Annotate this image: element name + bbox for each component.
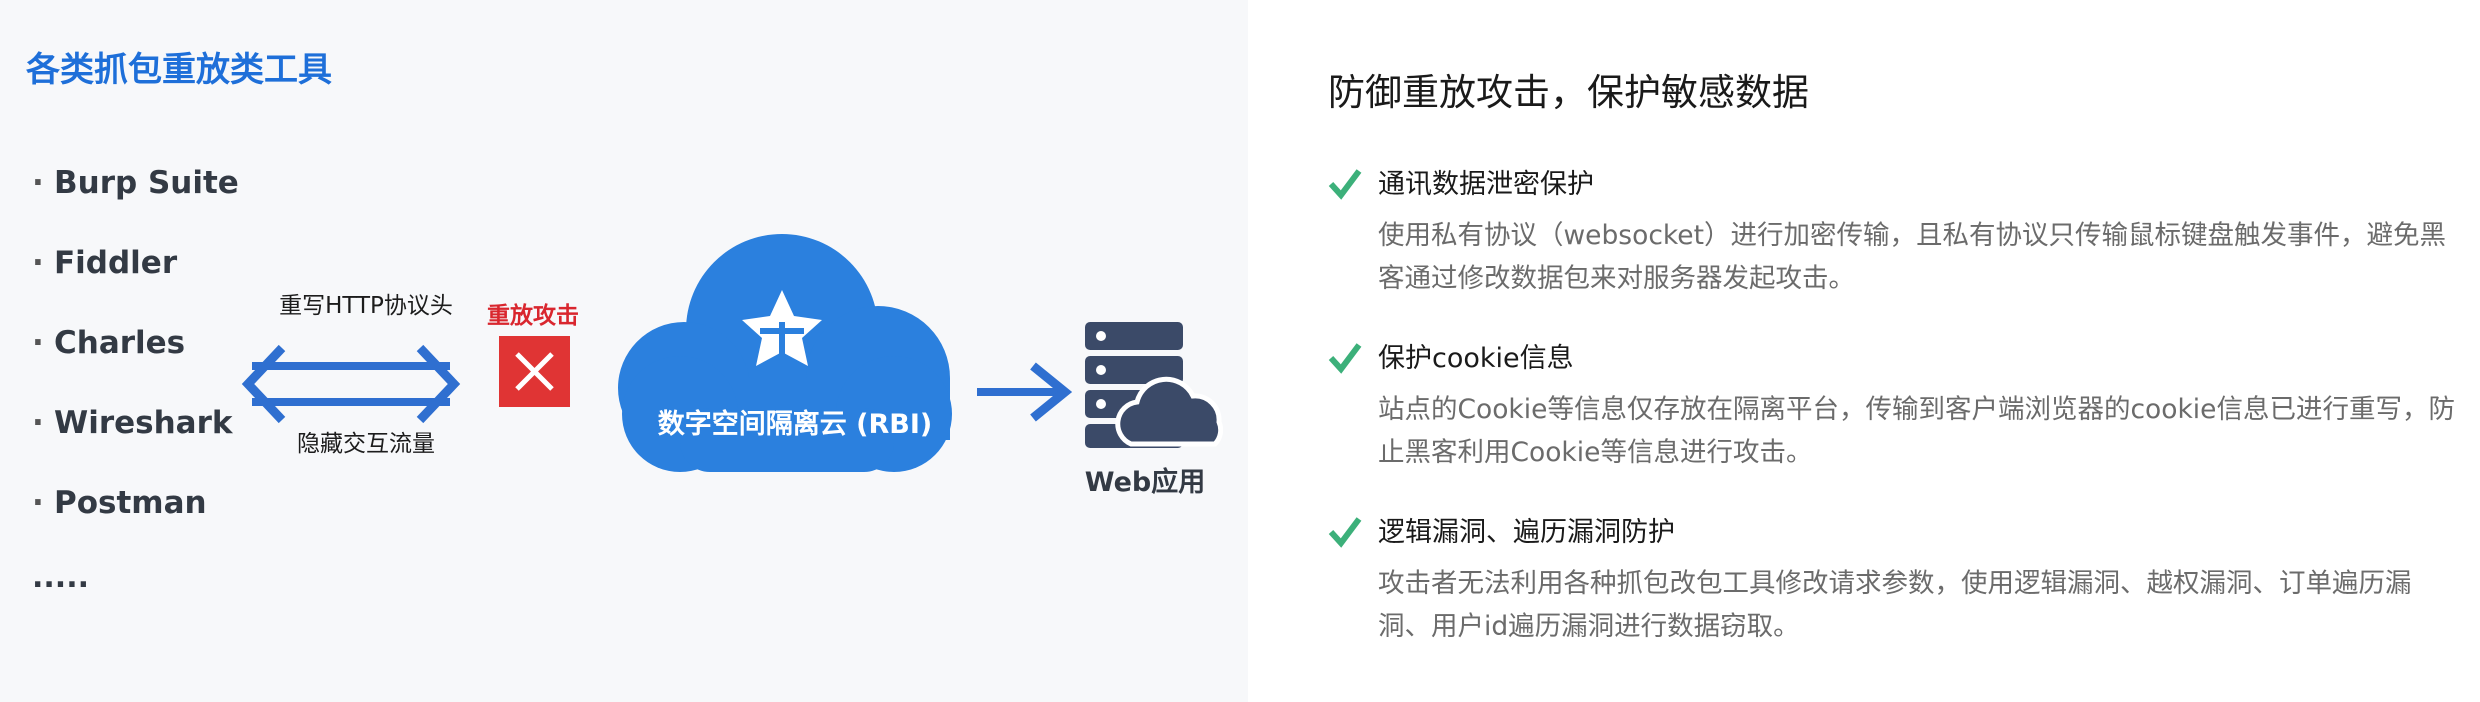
feature-description: 站点的Cookie等信息仅存放在隔离平台，传输到客户端浏览器的cookie信息已… <box>1378 394 2455 468</box>
list-item: · Postman <box>32 478 239 558</box>
check-icon <box>1328 343 1362 374</box>
feature-heading: 通讯数据泄密保护 <box>1378 169 1594 200</box>
bullet: · <box>32 165 44 201</box>
cloud-icon <box>618 234 952 472</box>
star-logo-icon <box>742 290 822 366</box>
bullet: · <box>32 325 44 361</box>
tool-name: Wireshark <box>54 405 233 441</box>
tool-name: Burp Suite <box>54 165 239 201</box>
cloud-label: 数字空间隔离云 (RBI) <box>657 409 933 440</box>
defense-panel: 防御重放攻击，保护敏感数据 通讯数据泄密保护 使用私有协议（websocket）… <box>1248 0 2480 702</box>
bullet: · <box>32 245 44 281</box>
replay-attack-label: 重放攻击 <box>487 303 579 329</box>
server-icon <box>1085 322 1223 448</box>
arrow-right-icon <box>977 362 1073 422</box>
check-icon <box>1328 169 1362 200</box>
page-title: 防御重放攻击，保护敏感数据 <box>1328 71 1809 114</box>
bullet: · <box>32 485 44 521</box>
arrow-top-label: 重写HTTP协议头 <box>279 293 453 319</box>
more-tools-ellipsis: ..... <box>32 560 89 595</box>
bullet: · <box>32 405 44 441</box>
list-item: · Charles <box>32 318 239 398</box>
list-item: · Wireshark <box>32 398 239 478</box>
cloud-icon <box>1115 376 1223 447</box>
tool-list: · Burp Suite · Fiddler · Charles · Wireshark… <box>32 158 239 558</box>
list-item: · Fiddler <box>32 238 239 318</box>
check-icon <box>1328 517 1362 548</box>
feature-heading: 保护cookie信息 <box>1378 343 1574 374</box>
list-item: · Burp Suite <box>32 158 239 238</box>
tool-name: Fiddler <box>54 245 178 281</box>
feature-description: 使用私有协议（websocket）进行加密传输，且私有协议只传输鼠标键盘触发事件… <box>1378 220 2446 294</box>
tool-name: Charles <box>54 325 186 361</box>
double-arrow-icon <box>241 344 461 424</box>
tools-panel: 各类抓包重放类工具 · Burp Suite · Fiddler · Charles … <box>26 50 1223 595</box>
arrow-bottom-label: 隐藏交互流量 <box>297 431 435 457</box>
feature-heading: 逻辑漏洞、遍历漏洞防护 <box>1378 517 1675 548</box>
feature-description: 攻击者无法利用各种抓包改包工具修改请求参数，使用逻辑漏洞、越权漏洞、订单遍历漏洞… <box>1378 568 2412 642</box>
panel-title: 各类抓包重放类工具 <box>26 50 332 90</box>
close-icon <box>499 336 570 407</box>
tool-name: Postman <box>54 485 207 521</box>
web-app-label: Web应用 <box>1084 467 1206 498</box>
